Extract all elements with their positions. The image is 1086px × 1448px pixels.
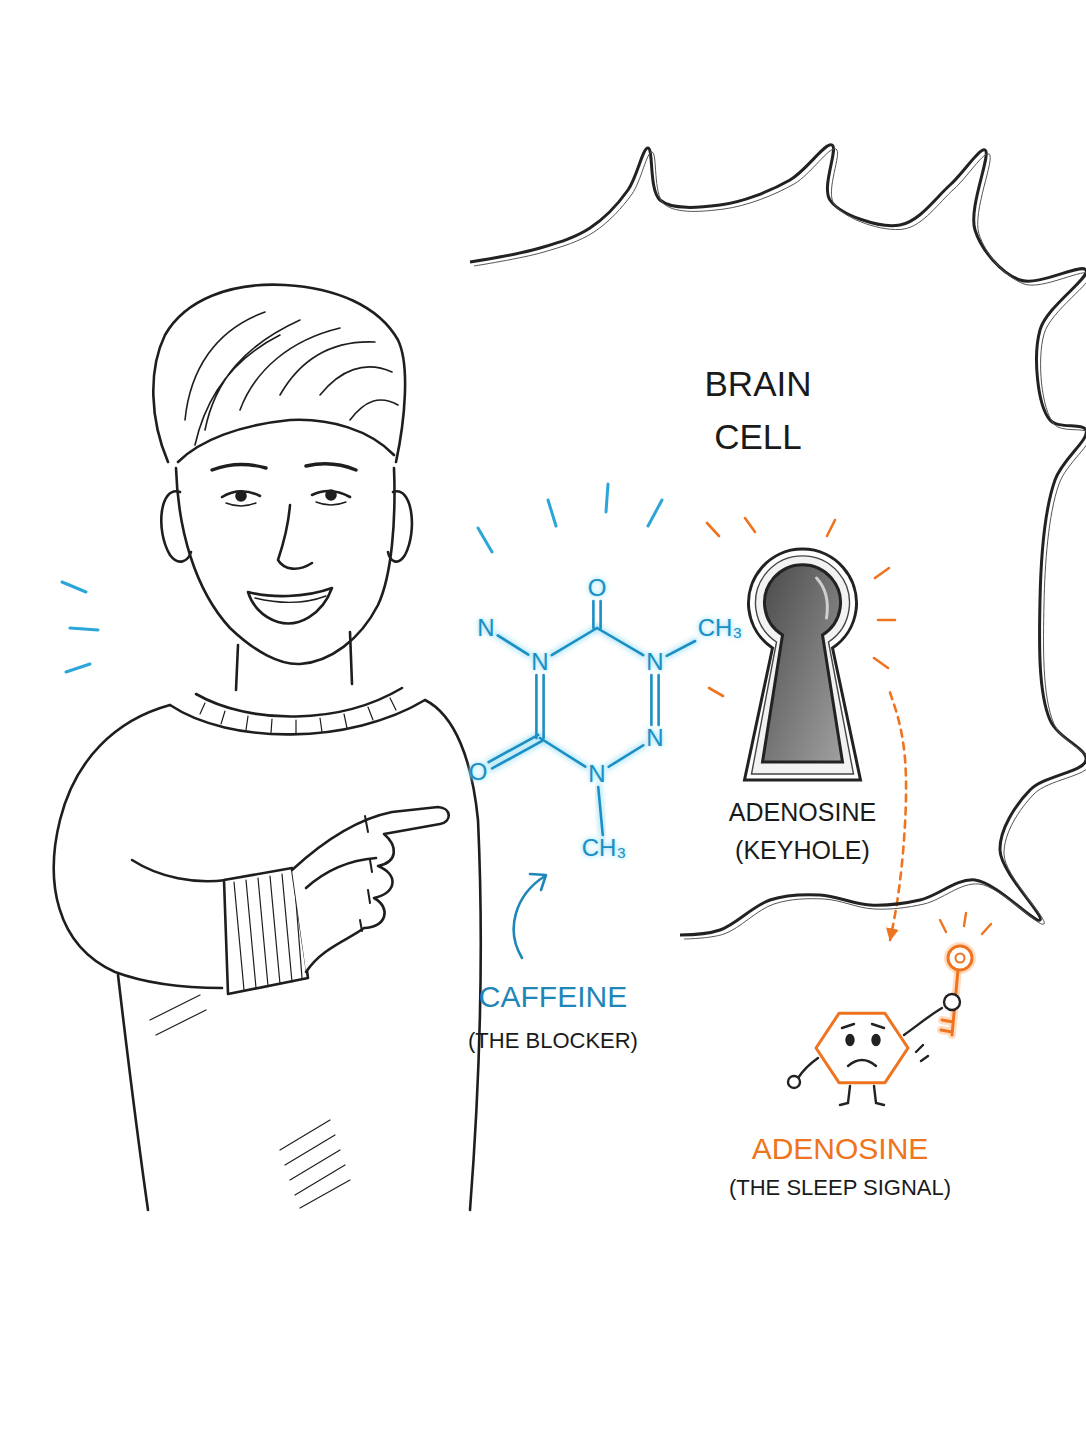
person-figure [292,807,449,972]
character-limbs [788,1008,942,1105]
bond-glow [498,635,529,654]
atom-symbol: N [588,762,605,786]
person-figure [327,491,336,500]
receptor-keyhole: ADENOSINE (KEYHOLE) [715,548,890,869]
person-figure [237,492,246,501]
bond-glow [598,787,603,835]
adenosine-drawing [690,940,990,1115]
atom-group: CH₃ [698,616,742,640]
chemical-bond [609,745,644,767]
person-figure [54,705,222,988]
atom-symbol: O [469,760,488,784]
atom-group: CH₃ [582,836,626,860]
keyhole-opening [763,565,843,762]
keyhole-plate [745,549,861,780]
emphasis-marks [62,582,98,672]
molecule-name: CAFFEINE [479,982,627,1012]
bond-glow [533,675,540,738]
bond-glow [597,628,643,655]
chemical-bond [552,628,597,655]
keyhole-drawing [715,548,890,788]
chemical-bond [498,635,529,654]
chemical-bond [597,628,643,655]
person-figure [54,285,481,1210]
person-figure [161,491,191,561]
person-figure [212,464,356,470]
key-symbol [941,946,972,1035]
emphasis-marks [707,518,895,696]
person-figure [185,312,398,445]
person-figure [200,698,396,734]
emphasis-marks [940,913,991,934]
keyhole-highlight [817,578,828,618]
atom-symbol: N [477,616,494,640]
person-figure [248,588,332,623]
node-title: BRAIN CELL [678,358,838,463]
atom-symbol: N [531,650,548,674]
character-hand [944,994,960,1010]
person-figure [118,975,148,1210]
node-title: ADENOSINE (KEYHOLE) [715,794,890,869]
adenosine-hexagon [816,1013,908,1082]
person-figure [234,874,302,990]
atom-symbol: N [646,726,663,750]
atom-symbol: N [646,650,663,674]
person-figure [153,285,405,462]
bond-glow [590,601,597,628]
chemical-bonds [489,601,696,835]
emphasis-marks [478,484,662,552]
node-subtitle: (THE SLEEP SIGNAL) [690,1174,990,1203]
person-figure [360,816,372,931]
person-figure [226,502,346,506]
node-title: ADENOSINE [690,1129,990,1168]
chemical-bond [492,741,542,768]
chemical-bond [667,641,695,656]
bond-glow [540,675,547,738]
person-figure [196,688,402,717]
adenosine-character: ADENOSINE (THE SLEEP SIGNAL) [690,940,990,1203]
person-figure [150,995,350,1208]
sad-face [842,1024,884,1066]
chemical-bond [599,601,602,628]
person-figure [278,505,312,569]
chemical-bond [542,675,545,738]
person-figure [388,491,412,561]
chemical-bond [540,738,585,767]
chemical-bond [535,675,538,738]
bond-glow [655,675,662,725]
emphasis-marks [62,484,662,672]
person-figure [236,632,352,690]
person-figure [178,420,394,462]
leader-arrow [514,874,546,958]
molecule-role: (THE BLOCKER) [468,1030,638,1052]
person-figure [132,860,226,881]
person-figure [176,468,394,664]
person-figure [306,858,376,888]
cell-membrane-inner [474,149,1086,939]
bond-glow [609,745,644,767]
bond-glow [597,601,604,628]
bond-glow [648,675,655,725]
leader-arrow [530,874,546,890]
cell-membrane [470,145,1086,935]
person-figure [255,596,326,602]
atom-symbol: O [588,576,607,600]
bond-glow [552,628,597,655]
brain-cell: BRAIN CELL ADENOSINE (KEYHOLE) [470,140,1086,940]
chemical-bond [592,601,595,628]
keyhole-rim [752,556,854,774]
chemical-bond [598,787,603,835]
chemical-bond [657,675,660,725]
bond-glow [667,641,695,656]
chemical-bond [650,675,653,725]
bond-glow [540,738,585,767]
